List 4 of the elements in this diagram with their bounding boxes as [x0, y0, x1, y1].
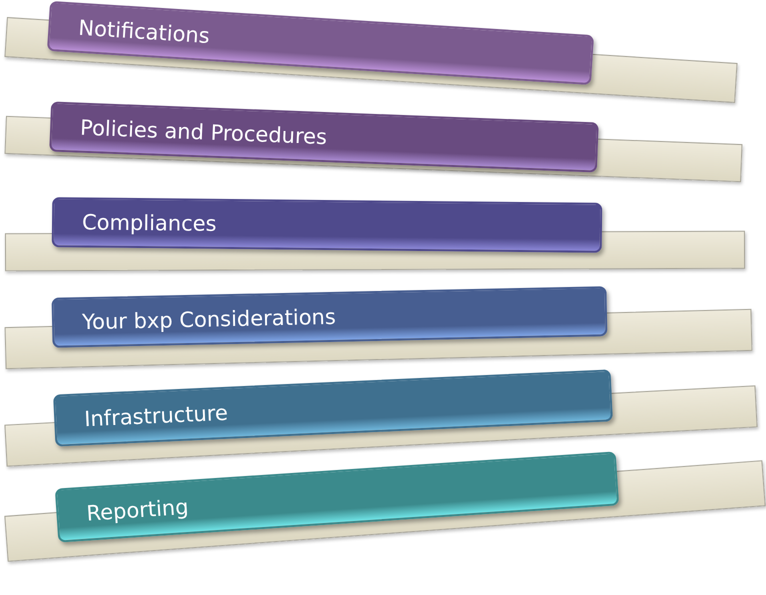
list-item-bar: Compliances — [52, 197, 602, 253]
list-item-bar: Notifications — [46, 0, 594, 86]
list-item-bar: Your bxp Considerations — [52, 286, 608, 348]
list-item-bar: Policies and Procedures — [49, 102, 599, 172]
